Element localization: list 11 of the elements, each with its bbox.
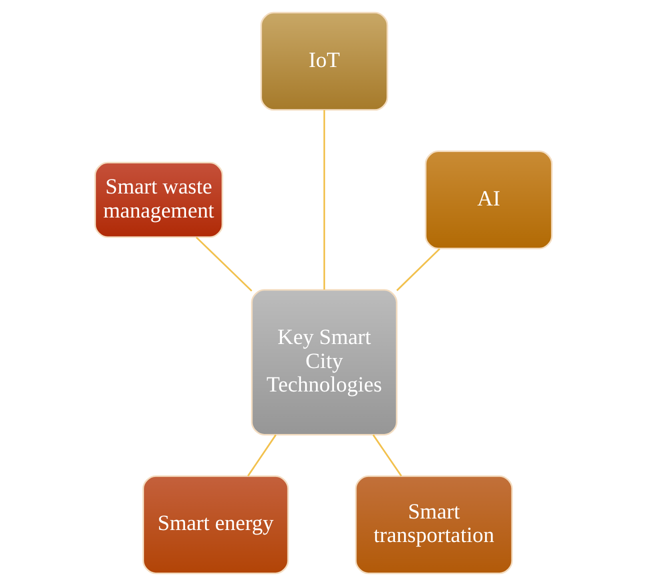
node-box: Smart waste management <box>94 162 223 238</box>
connector <box>322 110 325 290</box>
connector <box>396 248 440 292</box>
node-box: AI <box>424 150 552 250</box>
node-box: Smart transportation <box>354 475 512 574</box>
connector <box>246 434 276 476</box>
connector <box>195 236 252 292</box>
connector <box>372 434 402 476</box>
node-box: Smart energy <box>142 475 288 574</box>
node-box: IoT <box>260 12 388 111</box>
node-box: Key Smart City Technologies <box>250 289 397 436</box>
